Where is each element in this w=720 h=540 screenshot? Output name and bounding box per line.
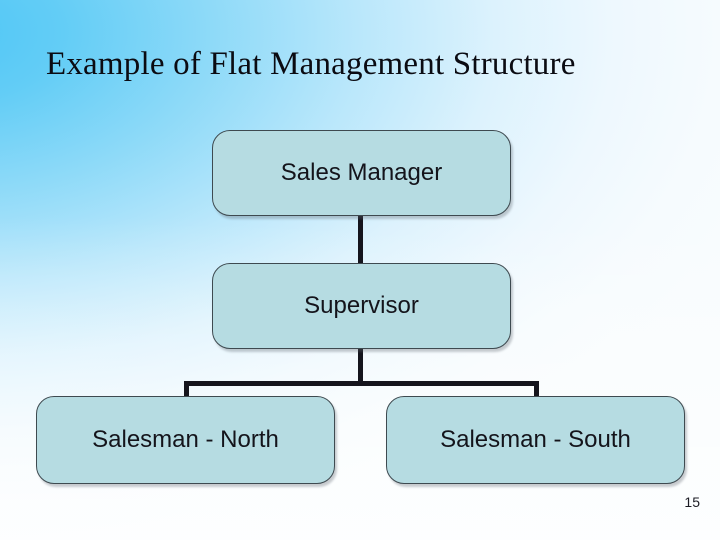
org-node-sales-manager: Sales Manager bbox=[212, 130, 511, 216]
org-node-salesman-south: Salesman - South bbox=[386, 396, 685, 484]
connector-sales-manager-to-supervisor bbox=[358, 213, 363, 267]
slide-title: Example of Flat Management Structure bbox=[46, 46, 576, 82]
connector-horizontal-bus bbox=[184, 381, 539, 386]
org-node-label: Supervisor bbox=[304, 292, 419, 319]
org-node-label: Salesman - North bbox=[92, 426, 279, 453]
connector-drop-salesman-south bbox=[534, 381, 539, 403]
org-node-supervisor: Supervisor bbox=[212, 263, 511, 349]
page-number: 15 bbox=[684, 494, 700, 510]
org-node-label: Sales Manager bbox=[280, 159, 443, 186]
org-node-label: Salesman - South bbox=[440, 426, 631, 453]
connector-supervisor-stem bbox=[358, 344, 363, 386]
org-node-salesman-north: Salesman - North bbox=[36, 396, 335, 484]
connector-drop-salesman-north bbox=[184, 381, 189, 403]
